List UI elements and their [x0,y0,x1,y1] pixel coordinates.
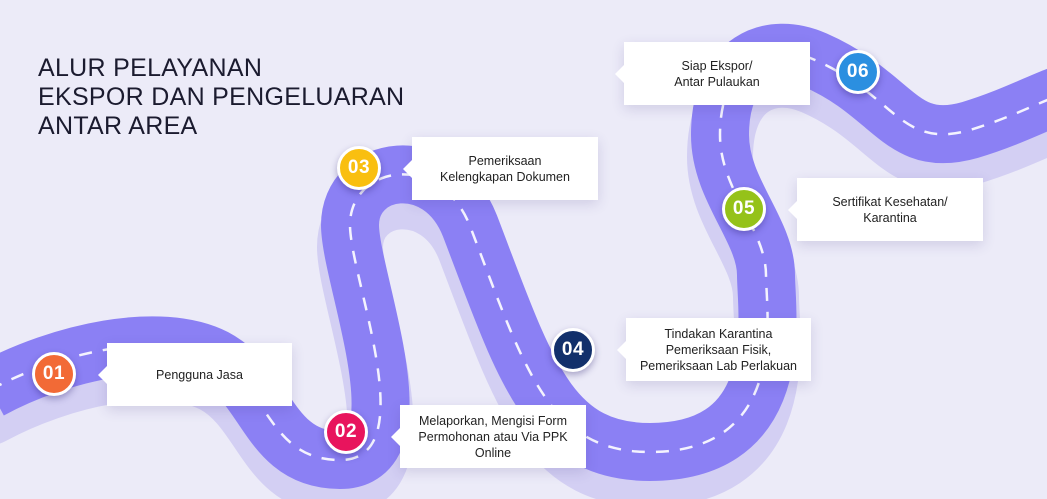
step-04-number: 04 [561,339,585,360]
title-line-3: ANTAR AREA [38,112,198,140]
step-03-badge: 03 [337,146,381,190]
step-01-card: Pengguna Jasa [98,343,292,406]
step-06-card: Siap Ekspor/ Antar Pulaukan [615,42,810,105]
step-06-badge: 06 [836,50,880,94]
step-04-card: Tindakan Karantina Pemeriksaan Fisik, Pe… [617,318,811,381]
title-line-1: ALUR PELAYANAN [38,54,263,82]
step-03-number: 03 [347,157,371,178]
step-01-badge: 01 [32,352,76,396]
step-01-label: Pengguna Jasa [156,367,243,382]
step-03-card: Pemeriksaan Kelengkapan Dokumen [403,137,598,200]
step-05-number: 05 [732,198,756,219]
step-04-badge: 04 [551,328,595,372]
step-02-card: Melaporkan, Mengisi Form Permohonan atau… [391,405,586,468]
step-06-number: 06 [846,61,870,82]
step-02-number: 02 [334,421,358,442]
page-title: ALUR PELAYANAN EKSPOR DAN PENGELUARAN AN… [38,54,404,141]
step-05-label: Sertifikat Kesehatan/ Karantina [832,194,948,225]
step-05-card: Sertifikat Kesehatan/ Karantina [788,178,983,241]
step-03-label: Pemeriksaan Kelengkapan Dokumen [440,153,570,184]
title-line-2: EKSPOR DAN PENGELUARAN [38,83,405,111]
step-02-label: Melaporkan, Mengisi Form Permohonan atau… [418,413,568,460]
step-06-label: Siap Ekspor/ Antar Pulaukan [674,58,760,89]
step-01-number: 01 [42,363,66,384]
step-02-badge: 02 [324,410,368,454]
step-05-badge: 05 [722,187,766,231]
step-04-label: Tindakan Karantina Pemeriksaan Fisik, Pe… [639,326,798,373]
